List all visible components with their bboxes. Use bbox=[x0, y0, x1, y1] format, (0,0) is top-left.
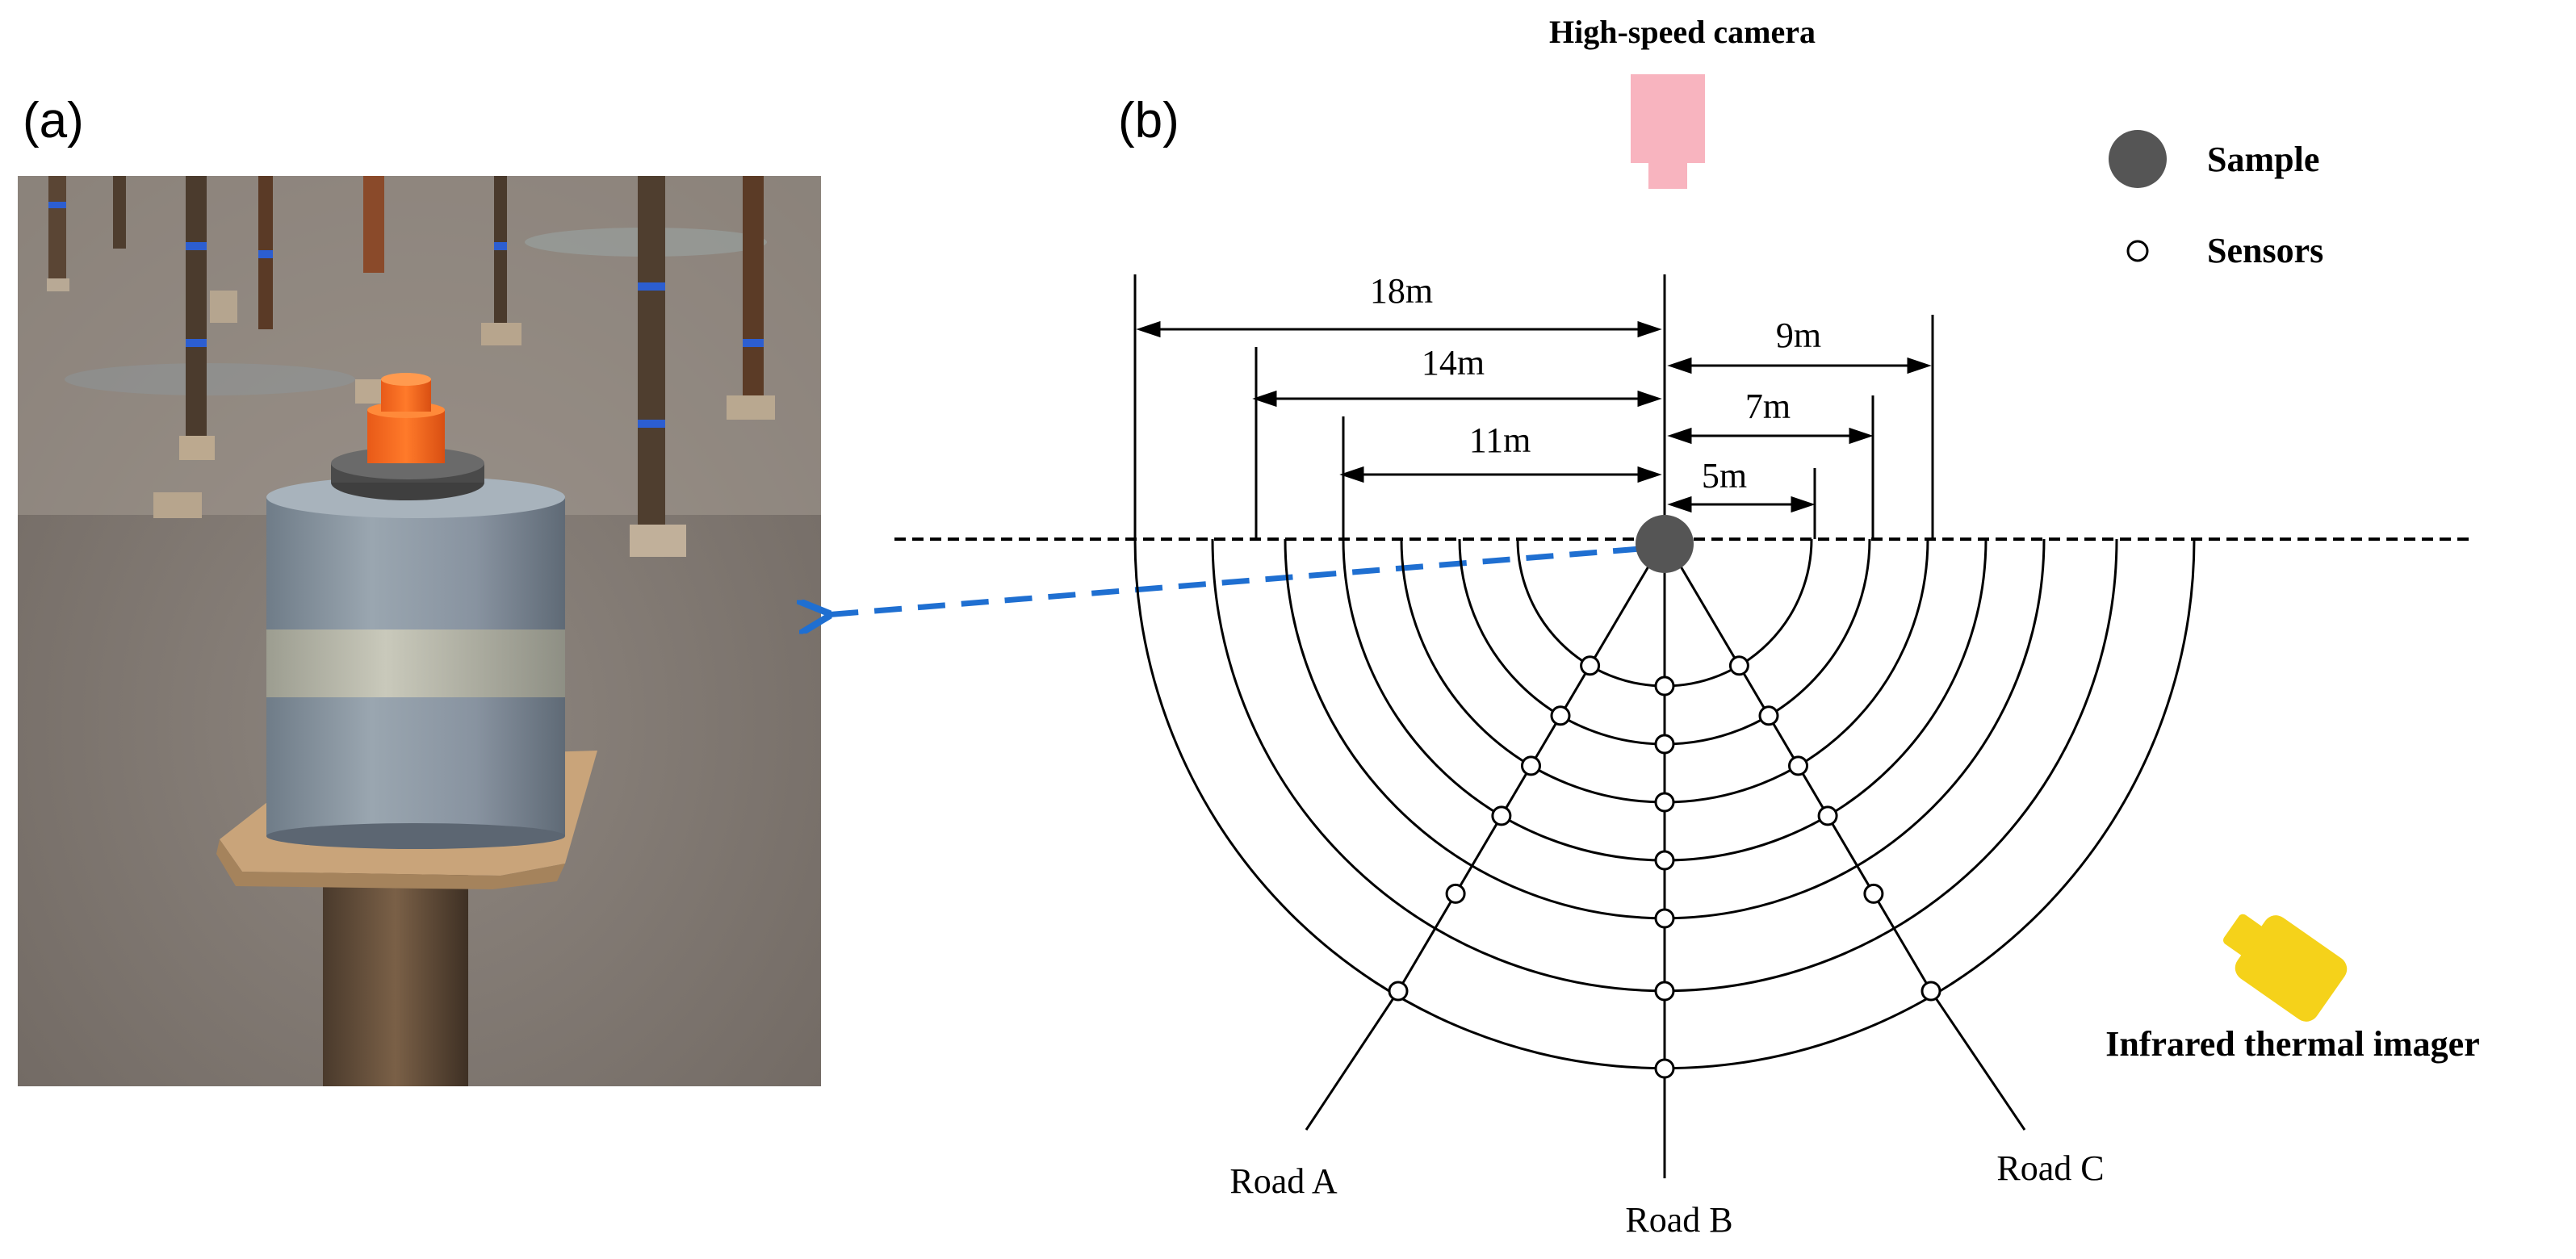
panel-b-label: (b) bbox=[1118, 93, 1179, 148]
sensor-marker bbox=[1445, 883, 1466, 904]
distance-label-7m: 7m bbox=[1745, 387, 1791, 426]
distance-label-18m: 18m bbox=[1370, 271, 1433, 311]
sensors bbox=[1388, 655, 1941, 1079]
sample-legend-icon bbox=[2109, 130, 2167, 188]
panel-a-label: (a) bbox=[23, 93, 84, 148]
sensor-marker bbox=[1654, 792, 1675, 813]
cylinder-sample bbox=[266, 373, 565, 849]
sensor-marker bbox=[1654, 850, 1675, 871]
distance-label-11m: 11m bbox=[1469, 420, 1531, 460]
high-speed-camera-label: High-speed camera bbox=[1549, 14, 1816, 50]
infrared-thermal-imager-icon bbox=[2223, 914, 2348, 1022]
sensor-marker bbox=[1654, 981, 1675, 1002]
background-posts bbox=[47, 176, 775, 557]
sensor-marker bbox=[1920, 981, 1941, 1002]
sensor-marker bbox=[1788, 755, 1808, 776]
sensor-marker bbox=[1491, 805, 1512, 826]
road-a-label: Road A bbox=[1229, 1161, 1337, 1201]
sample-photo bbox=[18, 176, 821, 1086]
sensor-legend-label: Sensors bbox=[2207, 231, 2323, 270]
sensor-marker bbox=[1521, 755, 1541, 776]
road-c-label: Road C bbox=[1996, 1148, 2104, 1188]
road-a-line bbox=[1305, 538, 1666, 1131]
road-b-label: Road B bbox=[1625, 1200, 1732, 1240]
sensor-marker bbox=[1550, 705, 1571, 726]
sensor-legend-icon bbox=[2126, 240, 2149, 262]
dimension-arrows bbox=[1136, 320, 1932, 513]
sensor-marker bbox=[1580, 655, 1601, 676]
sensor-marker bbox=[1758, 705, 1779, 726]
distance-label-5m: 5m bbox=[1702, 456, 1747, 496]
distance-label-14m: 14m bbox=[1422, 343, 1485, 383]
sensor-marker bbox=[1654, 1058, 1675, 1079]
road-c-line bbox=[1663, 538, 2026, 1131]
sensor-marker bbox=[1654, 676, 1675, 696]
pointer-arrow bbox=[825, 546, 1641, 615]
wooden-post bbox=[323, 855, 468, 1086]
sample-marker bbox=[1636, 515, 1694, 573]
sensor-marker bbox=[1654, 908, 1675, 929]
high-speed-camera-icon bbox=[1631, 74, 1705, 189]
distance-label-9m: 9m bbox=[1776, 316, 1821, 355]
sensor-marker bbox=[1388, 981, 1409, 1002]
sensor-marker bbox=[1654, 734, 1675, 755]
sensor-marker bbox=[1863, 883, 1884, 904]
dimension-extension-lines bbox=[1133, 274, 1934, 539]
sensor-marker bbox=[1728, 655, 1749, 676]
infrared-thermal-imager-label: Infrared thermal imager bbox=[2105, 1024, 2480, 1064]
sample-legend-label: Sample bbox=[2207, 140, 2319, 179]
sensor-marker bbox=[1817, 805, 1838, 826]
